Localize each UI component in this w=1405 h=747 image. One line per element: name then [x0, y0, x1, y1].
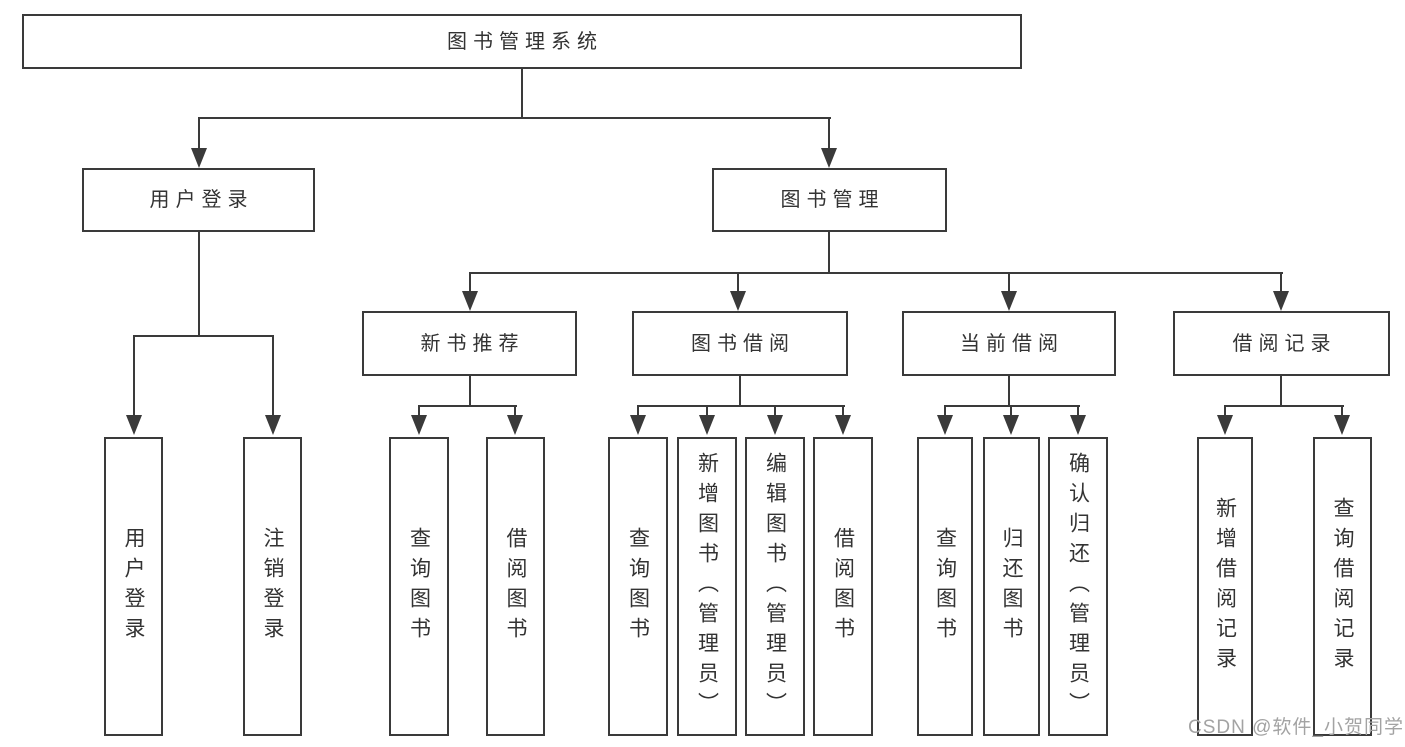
connector-line [198, 232, 200, 337]
connector-line [1224, 405, 1226, 419]
connector-line [637, 405, 639, 419]
connector-line [133, 335, 135, 421]
arrow-down-icon [630, 415, 646, 435]
connector-line [828, 232, 830, 274]
leaf-borrow-books-borrowing-label: 借阅图书 [831, 526, 855, 647]
connector-line [842, 405, 844, 419]
arrow-down-icon [937, 415, 953, 435]
arrow-down-icon [1001, 291, 1017, 311]
arrow-down-icon [191, 148, 207, 168]
leaf-edit-books-admin-label: 编辑图书（管理员） [763, 451, 787, 722]
connector-line [133, 335, 274, 337]
leaf-query-books-current: 查询图书 [917, 437, 973, 736]
leaf-query-borrow-record: 查询借阅记录 [1313, 437, 1372, 736]
node-book-management-label: 图书管理 [780, 189, 885, 211]
node-user-login: 用户登录 [82, 168, 315, 232]
node-root-label: 图书管理系统 [447, 30, 603, 53]
leaf-query-books-recommend: 查询图书 [389, 437, 449, 736]
node-book-management: 图书管理 [712, 168, 947, 232]
connector-line [272, 335, 274, 421]
connector-line [706, 405, 708, 419]
leaf-confirm-return-admin: 确认归还（管理员） [1048, 437, 1108, 736]
leaf-add-borrow-record-label: 新增借阅记录 [1213, 496, 1237, 677]
leaf-return-books: 归还图书 [983, 437, 1040, 736]
connector-line [1077, 405, 1079, 419]
node-new-book-recommendation-label: 新书推荐 [420, 332, 525, 355]
leaf-user-login-label: 用户登录 [122, 526, 145, 647]
connector-line [1224, 405, 1344, 407]
connector-line [1008, 272, 1010, 295]
node-new-book-recommendation: 新书推荐 [362, 311, 577, 376]
arrow-down-icon [699, 415, 715, 435]
arrow-down-icon [1273, 291, 1289, 311]
leaf-logout: 注销登录 [243, 437, 302, 736]
arrow-down-icon [265, 415, 281, 435]
leaf-borrow-books-recommend: 借阅图书 [486, 437, 545, 736]
connector-line [944, 405, 946, 419]
arrow-down-icon [821, 148, 837, 168]
connector-line [418, 405, 420, 419]
node-root: 图书管理系统 [22, 14, 1022, 69]
connector-line [1280, 376, 1282, 407]
arrow-down-icon [507, 415, 523, 435]
leaf-query-books-borrowing-label: 查询图书 [626, 526, 650, 647]
connector-line [944, 405, 1080, 407]
arrow-down-icon [411, 415, 427, 435]
leaf-query-borrow-record-label: 查询借阅记录 [1331, 496, 1354, 677]
watermark: CSDN @软件_小贺同学 [1188, 717, 1404, 738]
node-current-borrowing-label: 当前借阅 [960, 332, 1064, 355]
leaf-query-books-recommend-label: 查询图书 [407, 526, 431, 647]
connector-line [469, 272, 1283, 274]
arrow-down-icon [462, 291, 478, 311]
connector-line [418, 405, 517, 407]
connector-line [1280, 272, 1282, 295]
connector-line [828, 117, 830, 151]
connector-line [637, 405, 845, 407]
leaf-add-borrow-record: 新增借阅记录 [1197, 437, 1253, 736]
connector-line [737, 272, 739, 295]
node-user-login-label: 用户登录 [149, 189, 254, 211]
node-current-borrowing: 当前借阅 [902, 311, 1116, 376]
arrow-down-icon [126, 415, 142, 435]
leaf-edit-books-admin: 编辑图书（管理员） [745, 437, 805, 736]
connector-line [1008, 376, 1010, 407]
node-borrowing-records: 借阅记录 [1173, 311, 1390, 376]
connector-line [198, 117, 831, 119]
node-book-borrowing: 图书借阅 [632, 311, 848, 376]
node-borrowing-records-label: 借阅记录 [1232, 332, 1337, 355]
leaf-add-books-admin: 新增图书（管理员） [677, 437, 737, 736]
arrow-down-icon [1070, 415, 1086, 435]
connector-line [514, 405, 516, 419]
connector-line [521, 69, 523, 119]
arrow-down-icon [767, 415, 783, 435]
leaf-user-login: 用户登录 [104, 437, 163, 736]
leaf-return-books-label: 归还图书 [1000, 526, 1023, 647]
node-book-borrowing-label: 图书借阅 [691, 332, 795, 355]
leaf-logout-label: 注销登录 [261, 526, 284, 647]
leaf-query-books-current-label: 查询图书 [933, 526, 957, 647]
connector-line [469, 272, 471, 295]
leaf-confirm-return-admin-label: 确认归还（管理员） [1066, 451, 1090, 722]
arrow-down-icon [730, 291, 746, 311]
connector-line [1010, 405, 1012, 419]
connector-line [774, 405, 776, 419]
arrow-down-icon [835, 415, 851, 435]
arrow-down-icon [1217, 415, 1233, 435]
leaf-query-books-borrowing: 查询图书 [608, 437, 668, 736]
connector-line [469, 376, 471, 407]
leaf-borrow-books-borrowing: 借阅图书 [813, 437, 873, 736]
connector-line [1341, 405, 1343, 419]
arrow-down-icon [1003, 415, 1019, 435]
leaf-add-books-admin-label: 新增图书（管理员） [695, 451, 719, 722]
connector-line [198, 117, 200, 151]
leaf-borrow-books-recommend-label: 借阅图书 [504, 526, 527, 647]
connector-line [739, 376, 741, 407]
arrow-down-icon [1334, 415, 1350, 435]
